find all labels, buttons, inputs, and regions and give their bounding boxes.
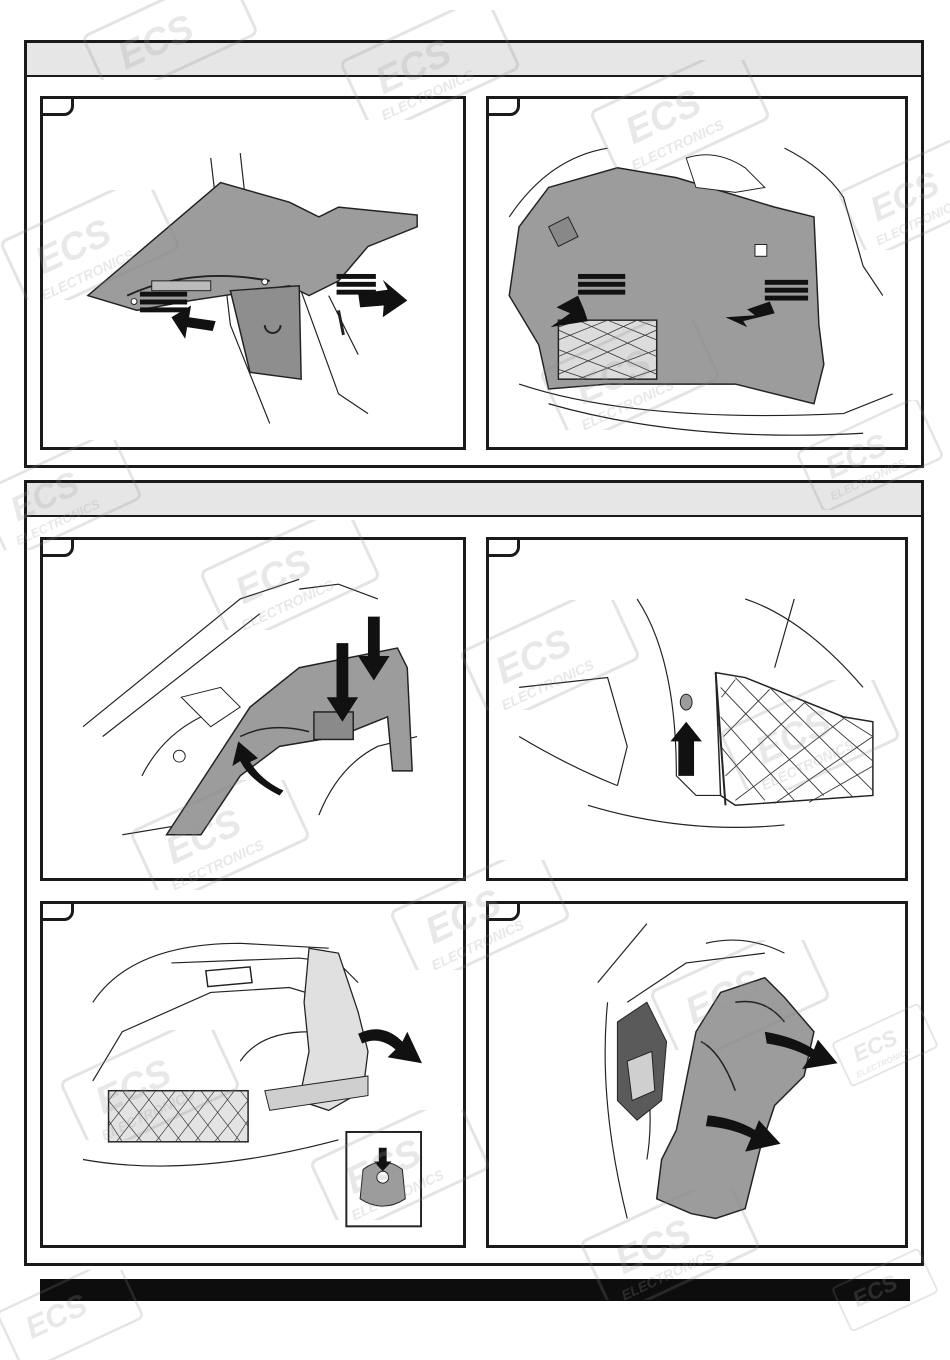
- step-number-tab: [486, 537, 520, 557]
- step-number-tab: [40, 537, 74, 557]
- trunk-side-illustration: [43, 904, 463, 1245]
- step-panel-2: [486, 96, 908, 450]
- section-2-header: [27, 483, 921, 517]
- step-number-tab: [486, 901, 520, 921]
- footer-bar: [40, 1279, 910, 1301]
- side-wall-illustration: [489, 904, 905, 1245]
- clip-location-illustration: [489, 540, 905, 878]
- step-number-tab: [40, 96, 74, 116]
- trunk-trim-illustration: [489, 99, 905, 447]
- step-panel-4: [486, 537, 908, 881]
- step-panel-3: [40, 537, 466, 881]
- trim-panel-illustration: [43, 99, 463, 447]
- step-panel-6: [486, 901, 908, 1248]
- step-number-tab: [40, 901, 74, 921]
- step-number-tab: [486, 96, 520, 116]
- step-panel-5: [40, 901, 466, 1248]
- upper-trim-illustration: [43, 540, 463, 878]
- section-1-header: [27, 43, 921, 77]
- step-panel-1: [40, 96, 466, 450]
